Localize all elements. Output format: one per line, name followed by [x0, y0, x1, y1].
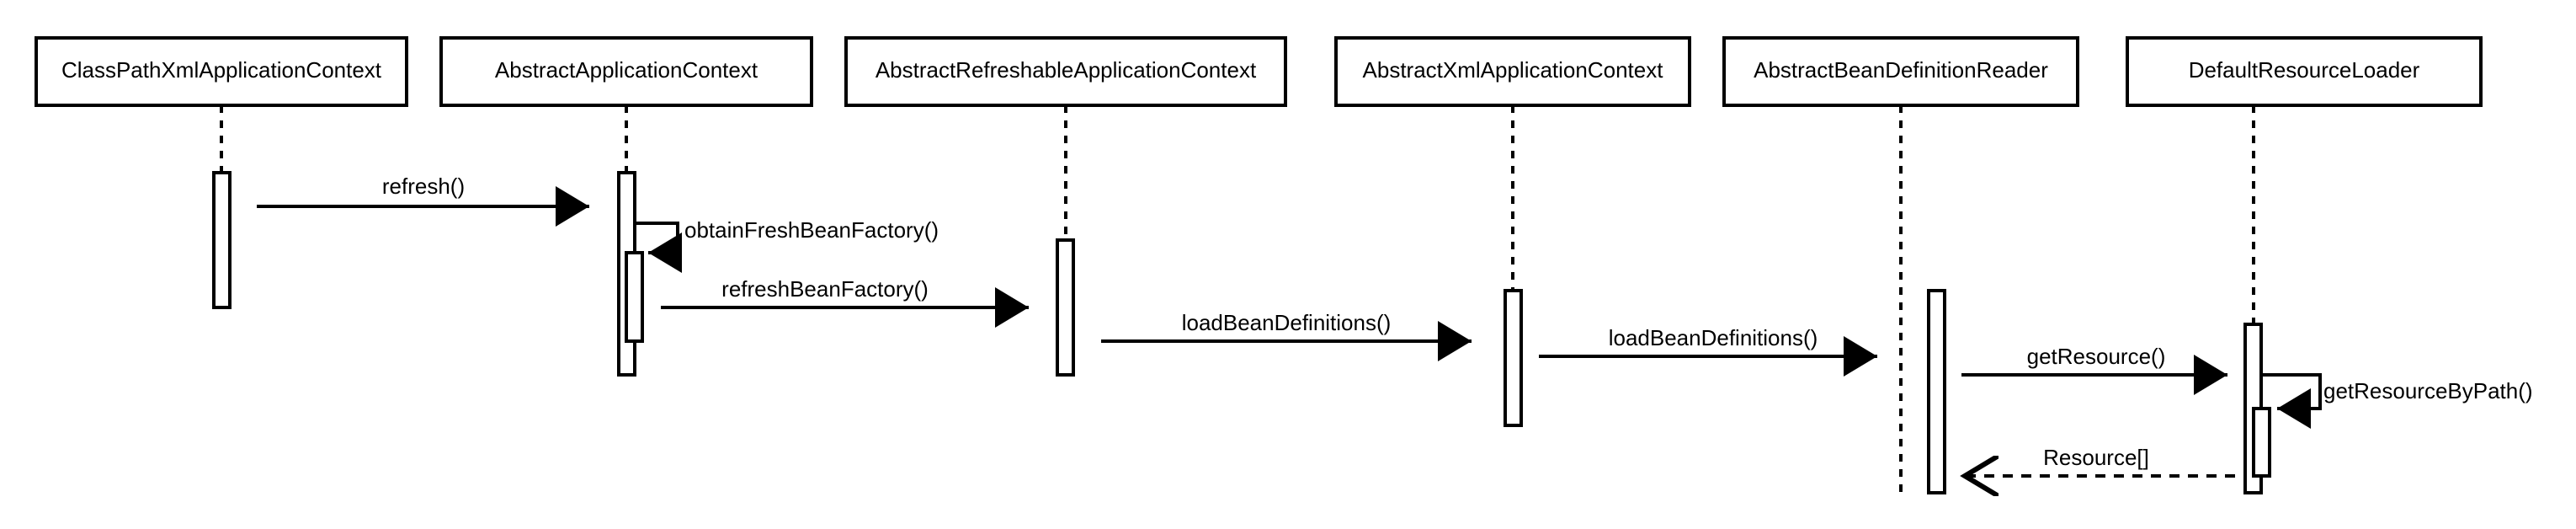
participant-abstractapplicationcontext: AbstractApplicationContext [439, 36, 813, 107]
participant-label: AbstractRefreshableApplicationContext [876, 57, 1257, 83]
activation-bar [1927, 289, 1946, 494]
participant-label: AbstractBeanDefinitionReader [1754, 57, 2048, 83]
message-getresource: getResource() [1961, 344, 2227, 395]
participant-label: AbstractApplicationContext [495, 57, 758, 83]
participant-abstractrefreshableapplicationcontext: AbstractRefreshableApplicationContext [844, 36, 1287, 107]
participant-label: DefaultResourceLoader [2189, 57, 2420, 83]
message-label: Resource[] [2043, 445, 2149, 470]
participant-defaultresourceloader: DefaultResourceLoader [2126, 36, 2483, 107]
message-label: getResourceByPath() [2323, 378, 2533, 403]
message-refresh: refresh() [257, 174, 589, 227]
message-refreshbeanfactory: refreshBeanFactory() [661, 276, 1029, 328]
activation-bar [1504, 289, 1523, 427]
message-label: getResource() [2027, 344, 2166, 369]
activation-bar [212, 171, 232, 309]
message-loadbeandefinitions-2: loadBeanDefinitions() [1539, 325, 1877, 377]
message-getresourcebypath: getResourceByPath() [2261, 373, 2533, 429]
participant-classpathxmlapplicationcontext: ClassPathXmlApplicationContext [35, 36, 408, 107]
message-obtainfreshbeanfactory: obtainFreshBeanFactory() [635, 217, 939, 273]
participant-label: ClassPathXmlApplicationContext [61, 57, 382, 83]
message-resource-return: Resource[] [1965, 445, 2235, 476]
activation-bar [625, 251, 644, 343]
message-label: loadBeanDefinitions() [1609, 325, 1818, 350]
message-label: refresh() [382, 174, 465, 199]
activation-bar [1056, 238, 1075, 377]
message-label: loadBeanDefinitions() [1182, 310, 1392, 335]
activation-bar [2252, 407, 2271, 478]
participant-abstractbeandefinitionreader: AbstractBeanDefinitionReader [1722, 36, 2079, 107]
message-loadbeandefinitions: loadBeanDefinitions() [1101, 310, 1472, 361]
message-label: obtainFreshBeanFactory() [684, 217, 939, 243]
message-label: refreshBeanFactory() [721, 276, 929, 302]
participant-abstractxmlapplicationcontext: AbstractXmlApplicationContext [1334, 36, 1691, 107]
participant-label: AbstractXmlApplicationContext [1363, 57, 1664, 83]
